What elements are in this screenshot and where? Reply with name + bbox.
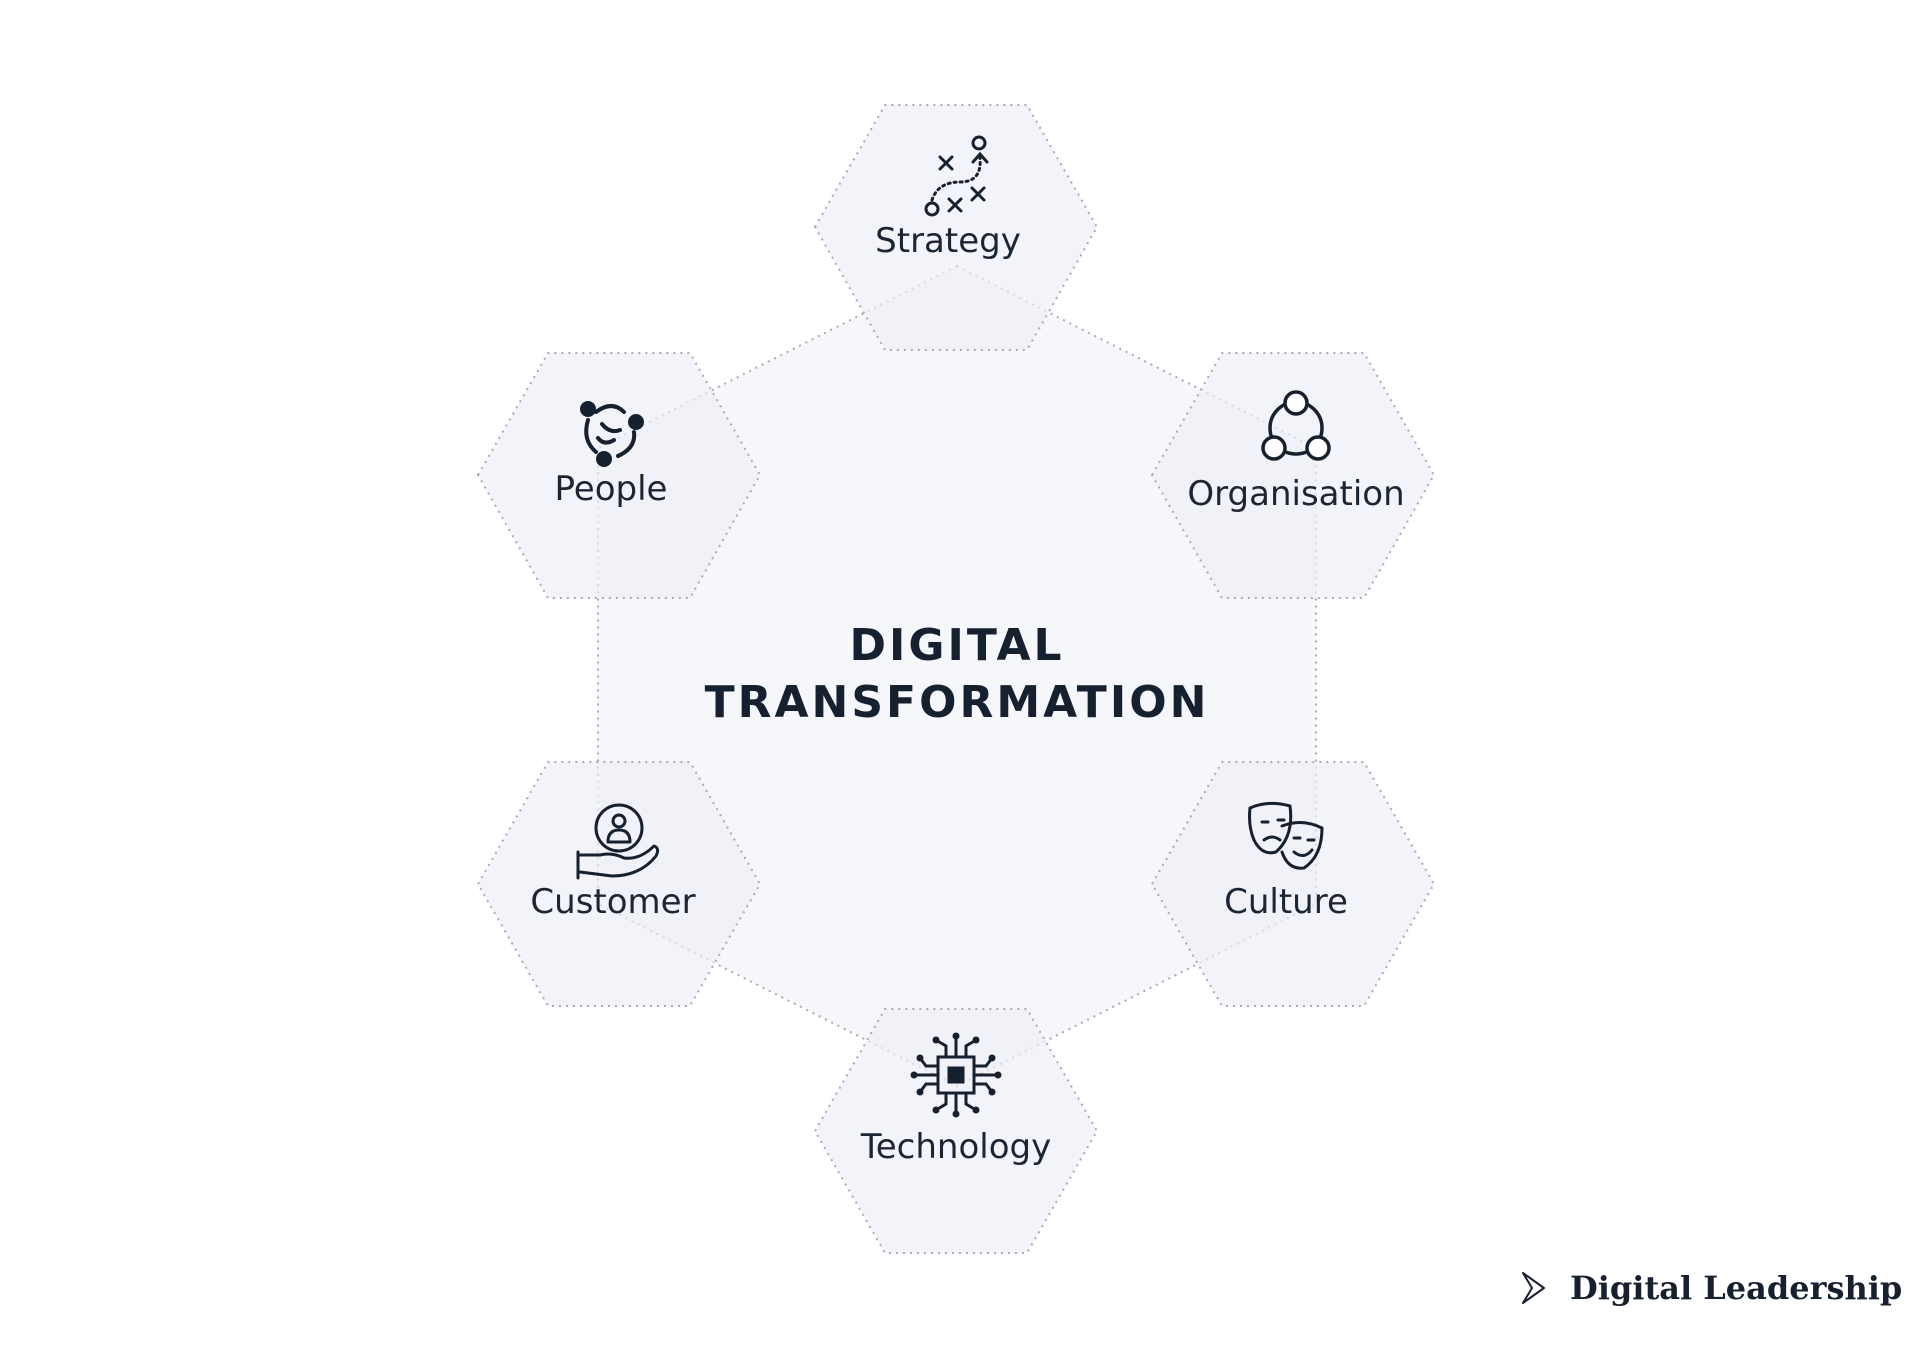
node-label-technology: Technology [860, 1127, 1052, 1167]
diagram-title-line-2: TRANSFORMATION [704, 677, 1210, 728]
brand-name: Digital Leadership [1570, 1269, 1903, 1307]
chevron-outline-icon [1522, 1272, 1545, 1304]
hexagon-strategy [813, 104, 1099, 351]
hexagon-organisation [1150, 352, 1436, 599]
theater-masks-icon [1248, 801, 1324, 870]
node-label-people: People [554, 469, 668, 509]
node-label-customer: Customer [530, 882, 696, 922]
hexagon-culture [1150, 761, 1436, 1007]
strategy-play-icon [924, 135, 989, 217]
network-circle-icon [1261, 390, 1331, 461]
node-label-strategy: Strategy [875, 221, 1021, 261]
node-label-organisation: Organisation [1187, 474, 1405, 514]
brand-logo: Digital Leadership [1520, 1262, 1902, 1314]
hexagon-people [476, 352, 762, 599]
hexagon-technology [813, 1008, 1099, 1254]
hexagon-customer [476, 761, 762, 1007]
node-label-culture: Culture [1224, 882, 1348, 922]
people-cycle-icon [580, 401, 644, 467]
microchip-icon [910, 1032, 1002, 1118]
diagram-title-line-1: DIGITAL [849, 620, 1065, 671]
hand-person-icon [576, 803, 660, 880]
